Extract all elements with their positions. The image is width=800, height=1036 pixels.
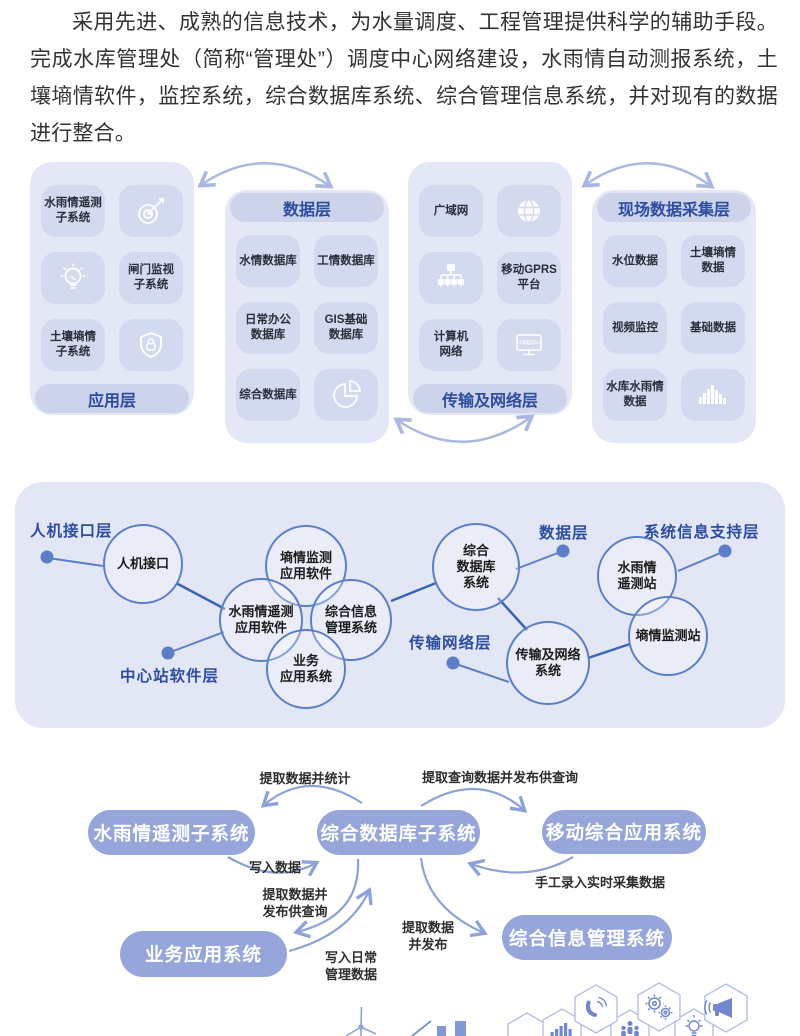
bar-chart-icon	[681, 369, 745, 421]
pie-chart-icon	[314, 369, 378, 421]
circle-database-sys: 综合 数据库 系统	[432, 523, 520, 611]
hexagon	[674, 1008, 714, 1036]
circle-transmission-sys: 传输及网络 系统	[506, 621, 590, 705]
hexagon	[542, 1008, 582, 1036]
hexagon	[610, 1009, 650, 1036]
layer-title-application: 应用层	[35, 384, 189, 413]
dart-target-icon	[119, 185, 183, 237]
node-telemetry-subsystem: 水雨情遥测子系统	[88, 810, 255, 855]
edge-label: 手工录入实时采集数据	[534, 875, 665, 890]
tile-label: 工情数据库	[314, 235, 378, 287]
svg-text:<SEO>: <SEO>	[518, 340, 540, 347]
hexagon	[637, 982, 681, 1032]
tile-label: GIS基础 数据库	[314, 302, 378, 354]
panel-application-layer: 水雨情遥测 子系统 闸门监视 子系统 土壤墒情 子系统	[30, 162, 194, 415]
circle-moisture-station: 墒情监测站	[628, 596, 708, 676]
bar-chart-hex-icon	[550, 1023, 572, 1036]
flow-arrows	[227, 784, 748, 1036]
sitemap-icon	[419, 252, 483, 304]
panel-data-layer: 数据层 水情数据库 工情数据库 日常办公 数据库 GIS基础 数据库 综合数据库	[225, 190, 389, 443]
layer-title-field: 现场数据采集层	[597, 193, 751, 222]
tile-label: 土壤墒情 子系统	[41, 319, 105, 371]
mini-chart-icon	[411, 1020, 466, 1036]
tile-label: 广域网	[419, 185, 483, 237]
tile-label: 闸门监视 子系统	[119, 252, 183, 304]
label-system-support-layer: 系统信息支持层	[644, 524, 760, 541]
network-hex-icon	[621, 1021, 639, 1036]
tile-label: 基础数据	[681, 302, 745, 354]
layer-title-data: 数据层	[230, 193, 384, 222]
node-mobile-app-system: 移动综合应用系统	[542, 810, 706, 854]
hexagon	[704, 983, 748, 1033]
intro-paragraph: 采用先进、成熟的信息技术，为水量调度、工程管理提供科学的辅助手段。完成水库管理处…	[30, 11, 778, 145]
edge-label: 提取数据 并发布	[401, 920, 454, 952]
lightbulb-hex-icon	[685, 1015, 703, 1036]
tile-label: 日常办公 数据库	[236, 302, 300, 354]
circle-human-interface: 人机接口	[103, 524, 183, 604]
tile-label: 计算机 网络	[419, 319, 483, 371]
panel-field-collection-layer: 现场数据采集层 水位数据 土壤墒情 数据 视频监控 基础数据 水库水雨情 数据	[592, 190, 756, 443]
hexagon	[574, 984, 618, 1034]
hexagon	[507, 1012, 547, 1036]
gears-hex-icon	[645, 994, 673, 1020]
tile-label: 水雨情遥测 子系统	[41, 185, 105, 237]
tile-label: 水情数据库	[236, 235, 300, 287]
megaphone-hex-icon	[704, 998, 732, 1018]
edge-label: 写入数据	[248, 860, 301, 875]
node-info-mgmt-system: 综合信息管理系统	[502, 915, 672, 960]
tile-label: 移动GPRS 平台	[497, 252, 561, 304]
label-transmission-layer: 传输网络层	[409, 635, 492, 652]
wind-turbine-icon	[345, 1006, 377, 1036]
bubble-diagram-panel: 人机接口 墒情监测 应用软件 水雨情遥测 应用软件 综合信息 管理系统 业务 应…	[15, 482, 785, 728]
edge-label: 提取查询数据并发布供查询	[421, 770, 578, 785]
tile-label: 水库水雨情 数据	[603, 369, 667, 421]
tile-label: 综合数据库	[236, 369, 300, 421]
lightbulb-icon	[41, 252, 105, 304]
label-data-layer: 数据层	[539, 525, 589, 542]
panel-network-layer: 广域网 移动GPR	[408, 162, 572, 415]
tile-label: 水位数据	[603, 235, 667, 287]
globe-icon	[497, 185, 561, 237]
layer-title-network: 传输及网络层	[413, 384, 567, 413]
shield-lock-icon	[119, 319, 183, 371]
tile-label: 土壤墒情 数据	[681, 235, 745, 287]
edge-label: 提取数据并 发布供查询	[262, 887, 328, 919]
tile-label: 视频监控	[603, 302, 667, 354]
node-database-subsystem: 综合数据库子系统	[317, 810, 480, 855]
circle-info-mgmt: 综合信息 管理系统	[310, 579, 392, 661]
seo-monitor-icon: <SEO>	[497, 319, 561, 371]
edge-label: 写入日常 管理数据	[324, 950, 377, 982]
label-human-interface-layer: 人机接口层	[30, 523, 113, 540]
circle-business-app: 业务 应用系统	[266, 629, 346, 709]
node-business-app-system: 业务应用系统	[120, 931, 287, 977]
edge-label: 提取数据并统计	[259, 771, 351, 786]
label-central-station-layer: 中心站软件层	[120, 668, 220, 685]
phone-hex-icon	[585, 996, 608, 1017]
